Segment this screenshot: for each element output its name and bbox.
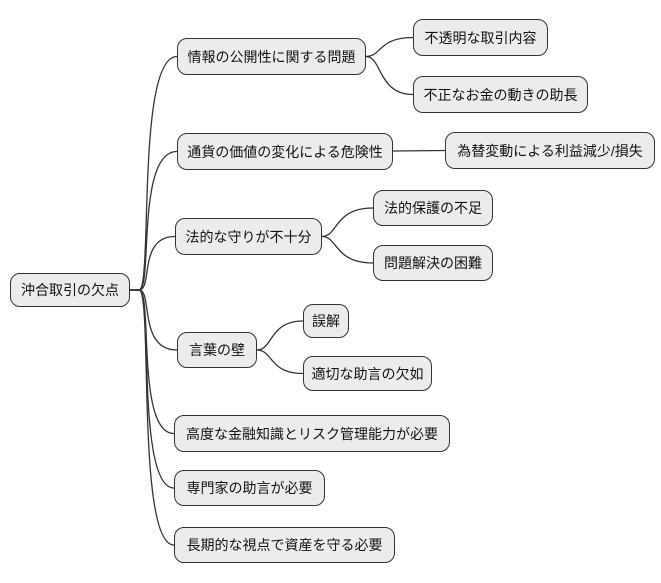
- node-label: 不正なお金の動きの助長: [423, 86, 578, 103]
- node-branch-currency-value-risk: 通貨の価値の変化による危険性: [177, 133, 393, 170]
- connector-b1-c2: [365, 55, 414, 96]
- node-label: 言葉の壁: [189, 342, 245, 358]
- connector-b3-c1: [321, 207, 374, 238]
- node-branch-advanced-knowledge-required: 高度な金融知識とリスク管理能力が必要: [174, 415, 450, 452]
- node-branch-language-barrier: 言葉の壁: [177, 332, 257, 368]
- node-label: 情報の公開性に関する問題: [187, 48, 356, 65]
- node-leaf-lack-of-proper-advice: 適切な助言の欠如: [303, 356, 432, 391]
- node-leaf-lack-of-legal-protection: 法的保護の不足: [373, 190, 493, 226]
- node-branch-expert-advice-required: 専門家の助言が必要: [174, 470, 325, 506]
- node-label: 専門家の助言が必要: [186, 480, 313, 496]
- node-label: 問題解決の困難: [384, 255, 482, 271]
- node-label: 誤解: [312, 313, 340, 329]
- node-label: 為替変動による利益減少/損失: [457, 142, 643, 159]
- connector-b3-c2: [321, 235, 374, 264]
- node-leaf-exchange-rate-loss: 為替変動による利益減少/損失: [445, 132, 655, 169]
- node-branch-long-term-asset-protection: 長期的な視点で資産を守る必要: [174, 527, 395, 563]
- node-label: 法的保護の不足: [384, 200, 482, 216]
- node-label: 適切な助言の欠如: [311, 365, 424, 382]
- connector-root-branch-7: [130, 289, 175, 546]
- node-branch-information-disclosure: 情報の公開性に関する問題: [177, 38, 366, 75]
- connector-root-branch-6: [130, 289, 175, 489]
- node-label: 通貨の価値の変化による危険性: [187, 143, 383, 160]
- node-leaf-illicit-money-flow: 不正なお金の動きの助長: [413, 76, 588, 113]
- connector-b4-c1: [256, 320, 304, 351]
- node-label: 高度な金融知識とリスク管理能力が必要: [186, 425, 438, 442]
- node-leaf-opaque-transactions: 不透明な取引内容: [413, 19, 548, 56]
- connector-root-branch-5: [130, 289, 175, 435]
- node-leaf-difficult-problem-resolution: 問題解決の困難: [373, 245, 493, 281]
- connector-root-branch-2: [130, 150, 178, 291]
- connector-root-branch-1: [130, 55, 178, 291]
- node-leaf-misunderstanding: 誤解: [303, 304, 349, 338]
- connector-b2-c1: [392, 149, 446, 152]
- node-root: 沖合取引の欠点: [10, 273, 130, 307]
- node-label: 法的な守りが不十分: [185, 228, 312, 245]
- node-root-label: 沖合取引の欠点: [21, 282, 119, 298]
- node-label: 長期的な視点で資産を守る必要: [186, 537, 383, 553]
- node-label: 不透明な取引内容: [424, 29, 537, 46]
- node-branch-legal-protection-insufficient: 法的な守りが不十分: [175, 218, 322, 255]
- connector-root-branch-3: [130, 235, 176, 291]
- connector-b1-c1: [365, 36, 414, 58]
- connector-root-branch-4: [130, 289, 178, 351]
- connector-b4-c2: [256, 349, 304, 375]
